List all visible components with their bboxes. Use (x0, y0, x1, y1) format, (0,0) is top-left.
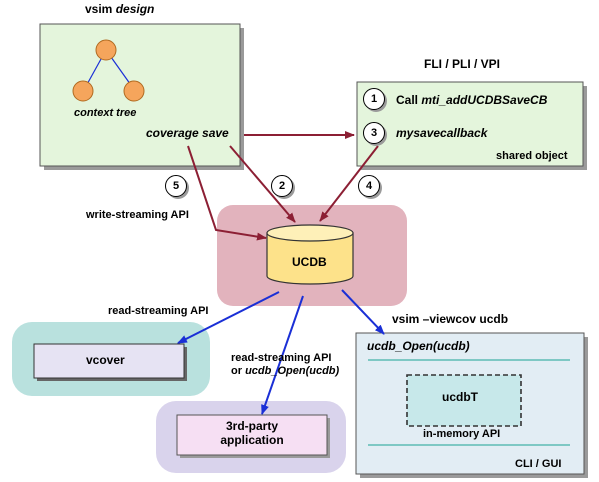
fli-step1-text: Call mti_addUCDBSaveCB (396, 93, 548, 108)
read-streaming-or-open-label: read-streaming API or ucdb_Open(ucdb) (231, 352, 339, 377)
third-party-box (176, 414, 328, 456)
cli-gui-label: CLI / GUI (515, 458, 562, 470)
fli-title: FLI / PLI / VPI (424, 57, 501, 71)
write-streaming-label: write-streaming API (86, 209, 189, 221)
vcover-label: vcover (86, 353, 125, 367)
read-streaming2-line2: or ucdb_Open(ucdb) (231, 365, 339, 378)
ucdbT-box (406, 374, 522, 427)
arrow-ucdb-to-vcover (177, 291, 280, 344)
viewcov-title: vsim –viewcov ucdb (392, 312, 509, 326)
third-party-line1: 3rd-party (225, 419, 278, 433)
vcover-box (33, 343, 185, 379)
in-memory-api-label: in-memory API (423, 428, 501, 440)
step-4-badge: 4 (358, 175, 380, 197)
fli-step1-fn: mti_addUCDBSaveCB (421, 93, 548, 107)
fli-box (356, 81, 584, 167)
ucdb-label: UCDB (292, 255, 327, 269)
step-1-badge: 1 (363, 88, 385, 110)
fli-step3-fn: mysavecallback (396, 126, 488, 140)
arrow-ucdb-to-viewcov (341, 289, 385, 335)
arrow-ucdb-to-third-party (261, 295, 304, 415)
third-party-line2: application (220, 432, 284, 447)
arrow-fli-to-ucdb-4 (319, 145, 379, 222)
fli-step1-prefix: Call (396, 93, 419, 107)
third-party-label: 3rd-party application (177, 419, 327, 448)
arrow-coverage-to-ucdb-2 (229, 145, 296, 223)
step-3-badge: 3 (363, 122, 385, 144)
vsim-design-title-plain: vsim (85, 2, 113, 16)
step-5-badge: 5 (165, 175, 187, 197)
tree-node-root (95, 39, 117, 61)
coverage-save-label: coverage save (146, 126, 229, 140)
arrow-coverage-to-ucdb-5 (187, 145, 267, 241)
shared-object-label: shared object (496, 150, 568, 162)
read-streaming2-or: or (231, 364, 242, 377)
read-streaming2-line1: read-streaming API (231, 352, 332, 364)
step-2-badge: 2 (271, 175, 293, 197)
tree-node-right (123, 80, 145, 102)
read-streaming2-fn: ucdb_Open(ucdb) (245, 364, 340, 377)
vsim-design-title: vsim design (85, 2, 155, 17)
viewcov-open-call: ucdb_Open(ucdb) (367, 339, 470, 353)
read-streaming-label: read-streaming API (108, 305, 209, 317)
context-tree-label: context tree (74, 107, 137, 119)
vsim-design-title-italic: design (115, 2, 155, 16)
ucdb-cylinder (266, 224, 354, 285)
ucdbT-label: ucdbT (442, 390, 478, 404)
tree-node-left (72, 80, 94, 102)
